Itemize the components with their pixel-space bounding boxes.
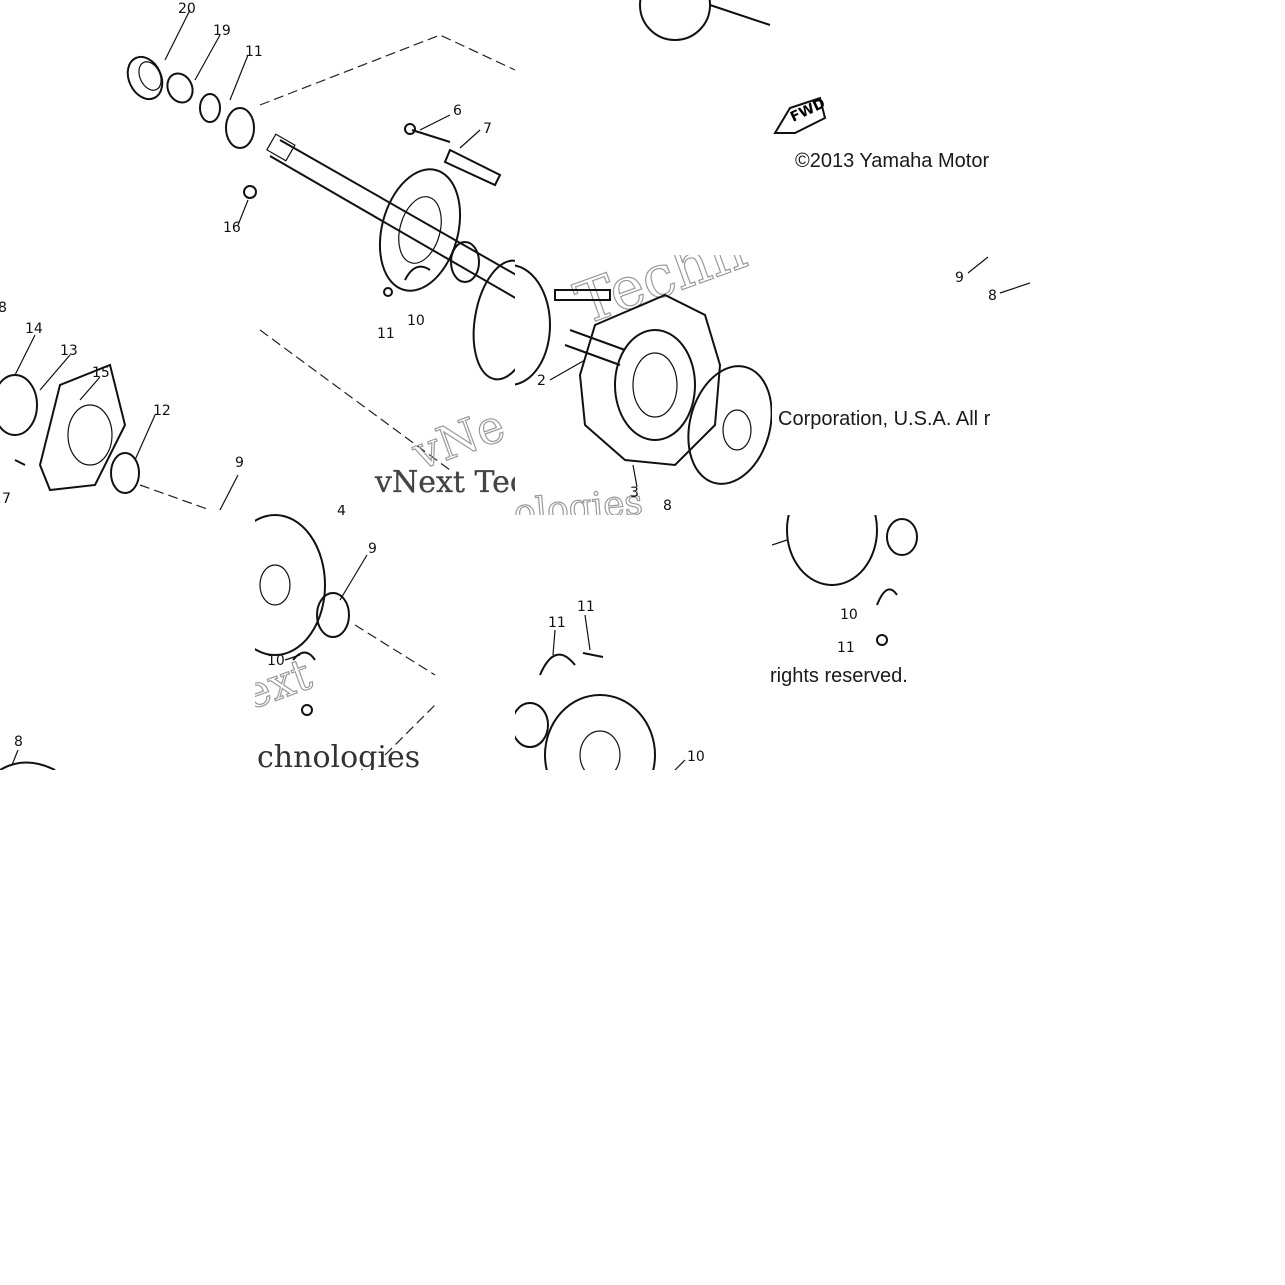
callout-20: 20	[178, 1, 196, 17]
shaft-part	[269, 139, 515, 299]
callout-bottom-8: 8	[14, 734, 23, 750]
clip-part	[539, 653, 576, 676]
cap-part	[126, 55, 164, 101]
callout-3: 3	[630, 485, 639, 501]
callout-bottom-4: 4	[337, 505, 346, 519]
tile-bottom-left-wheel: ext chnologies 4 9 10	[255, 505, 515, 770]
callout-left-7: 7	[2, 491, 11, 507]
idler-wheel	[255, 514, 326, 656]
callout-7: 7	[483, 121, 492, 137]
callout-left-14: 14	[25, 321, 43, 337]
callout-bottom-10b: 11	[548, 615, 566, 631]
callout-bottom-9b: 10	[687, 749, 705, 765]
callout-right-9: 9	[955, 270, 964, 286]
guide-wheel	[687, 365, 772, 485]
callout-left-13: 13	[60, 343, 78, 359]
bearing-part	[0, 374, 38, 436]
callout-11: 11	[245, 44, 263, 60]
callout-left-12: 12	[153, 403, 171, 419]
rear-wheel	[786, 515, 878, 586]
tile-left-housing: 8 14 13 15 12 9 7	[0, 295, 255, 515]
callout-8: 8	[663, 498, 672, 514]
fwd-label: FWD	[788, 96, 828, 126]
track-wheel	[544, 694, 656, 770]
callout-bottom-10: 10	[267, 653, 285, 669]
callout-6: 6	[453, 103, 462, 119]
fwd-arrow-icon	[773, 96, 827, 134]
tile-fwd-arrow: FWD	[755, 88, 835, 143]
bearing-housing	[38, 363, 127, 492]
tile-sprocket: Techn ologies 2 3 8	[515, 255, 772, 515]
callout-10: 10	[407, 313, 425, 329]
callout-16: 16	[223, 220, 241, 236]
tile-top-right	[630, 0, 775, 55]
wheel-collar	[316, 592, 350, 638]
callout-right-8: 8	[988, 288, 997, 304]
callout-bottom-11b: 11	[577, 599, 595, 615]
tile-right-callouts: 9 8	[900, 245, 1030, 305]
watermark-fragment-ologies: ologies	[515, 482, 644, 515]
copyright-line-2: Corporation, U.S.A. All r	[778, 408, 991, 430]
seal-part	[110, 452, 140, 494]
copyright-line-3: rights reserved.	[770, 665, 908, 687]
tile-bottom-middle-wheel: 11 11 10	[515, 595, 770, 770]
sprocket-disk	[378, 168, 462, 292]
tile-far-bottom-left: 8	[0, 730, 60, 770]
callout-11b: 11	[377, 326, 395, 342]
callout-19: 19	[213, 23, 231, 39]
callout-left-8: 8	[0, 300, 7, 316]
callout-bottom-10c: 10	[840, 607, 858, 623]
nut-part	[166, 72, 194, 104]
callout-bottom-9: 9	[368, 541, 377, 557]
callout-left-15: 15	[92, 365, 110, 381]
callout-left-9: 9	[235, 455, 244, 471]
callout-bottom-11c: 11	[837, 640, 855, 655]
drive-sprocket	[578, 293, 722, 467]
watermark-fragment-chnologies: chnologies	[257, 740, 420, 770]
tile-bottom-right-wheel: 10 11	[772, 515, 937, 655]
callout-2: 2	[537, 373, 546, 389]
side-disk	[515, 264, 551, 386]
copyright-line-1: ©2013 Yamaha Motor	[795, 150, 990, 172]
sprocket-drawing: Techn ologies 2 3 8	[515, 255, 772, 515]
